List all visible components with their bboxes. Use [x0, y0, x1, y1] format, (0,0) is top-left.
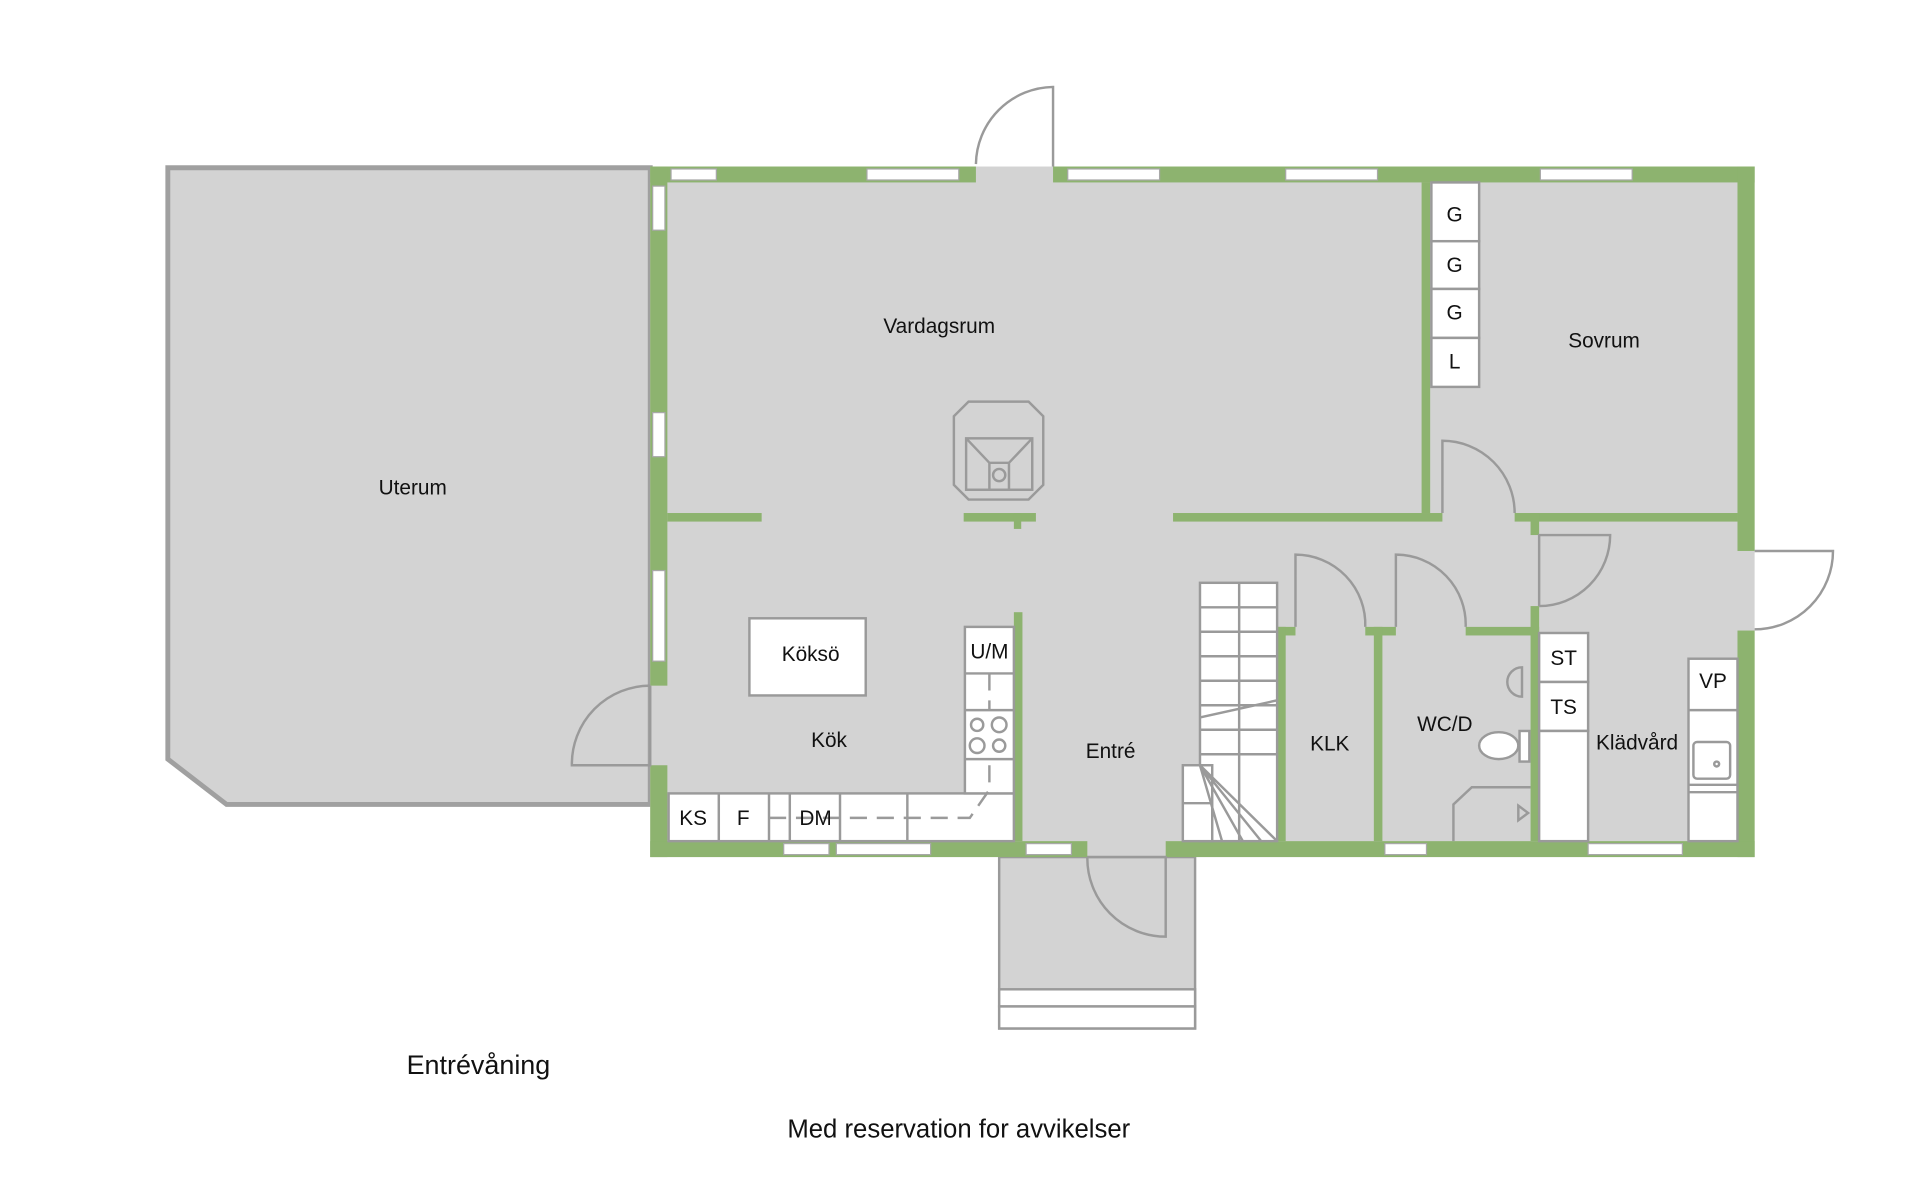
room-label-kok: Kök — [811, 729, 847, 752]
room-label-entre: Entré — [1086, 740, 1136, 763]
closet-label: G — [1447, 254, 1463, 277]
fireplace-icon — [952, 400, 1045, 501]
kitchen-island-label: Köksö — [782, 643, 840, 666]
dm-label: DM — [799, 807, 831, 830]
vp-label: VP — [1699, 670, 1727, 693]
closets: G G G L — [1430, 181, 1481, 389]
wc-fixtures — [1452, 666, 1531, 842]
disclaimer: Med reservation for avvikelser — [787, 1115, 1130, 1143]
closet-label: G — [1447, 302, 1463, 325]
closet-label: G — [1447, 204, 1463, 227]
room-label-wcd: WC/D — [1417, 713, 1472, 736]
room-label-sovrum: Sovrum — [1568, 330, 1640, 353]
f-label: F — [737, 807, 750, 830]
windows — [652, 168, 1683, 856]
closet-label: L — [1449, 351, 1461, 374]
ks-label: KS — [679, 807, 707, 830]
floor-name: Entrévåning — [407, 1050, 551, 1080]
ts-label: TS — [1550, 696, 1577, 719]
laundry-fixtures: ST TS VP — [1537, 631, 1739, 843]
kitchen-fixtures: U/M KS F DM — [667, 617, 1016, 843]
staircase — [1181, 581, 1279, 843]
uterum-area — [165, 165, 653, 807]
um-label: U/M — [970, 641, 1008, 664]
doors — [570, 85, 1835, 938]
room-label-klk: KLK — [1310, 733, 1349, 756]
room-label-uterum: Uterum — [379, 477, 447, 500]
room-label-kladvard: Klädvård — [1596, 731, 1678, 754]
room-label-vardagsrum: Vardagsrum — [883, 315, 995, 338]
st-label: ST — [1550, 647, 1577, 670]
entry-steps — [997, 855, 1197, 1030]
